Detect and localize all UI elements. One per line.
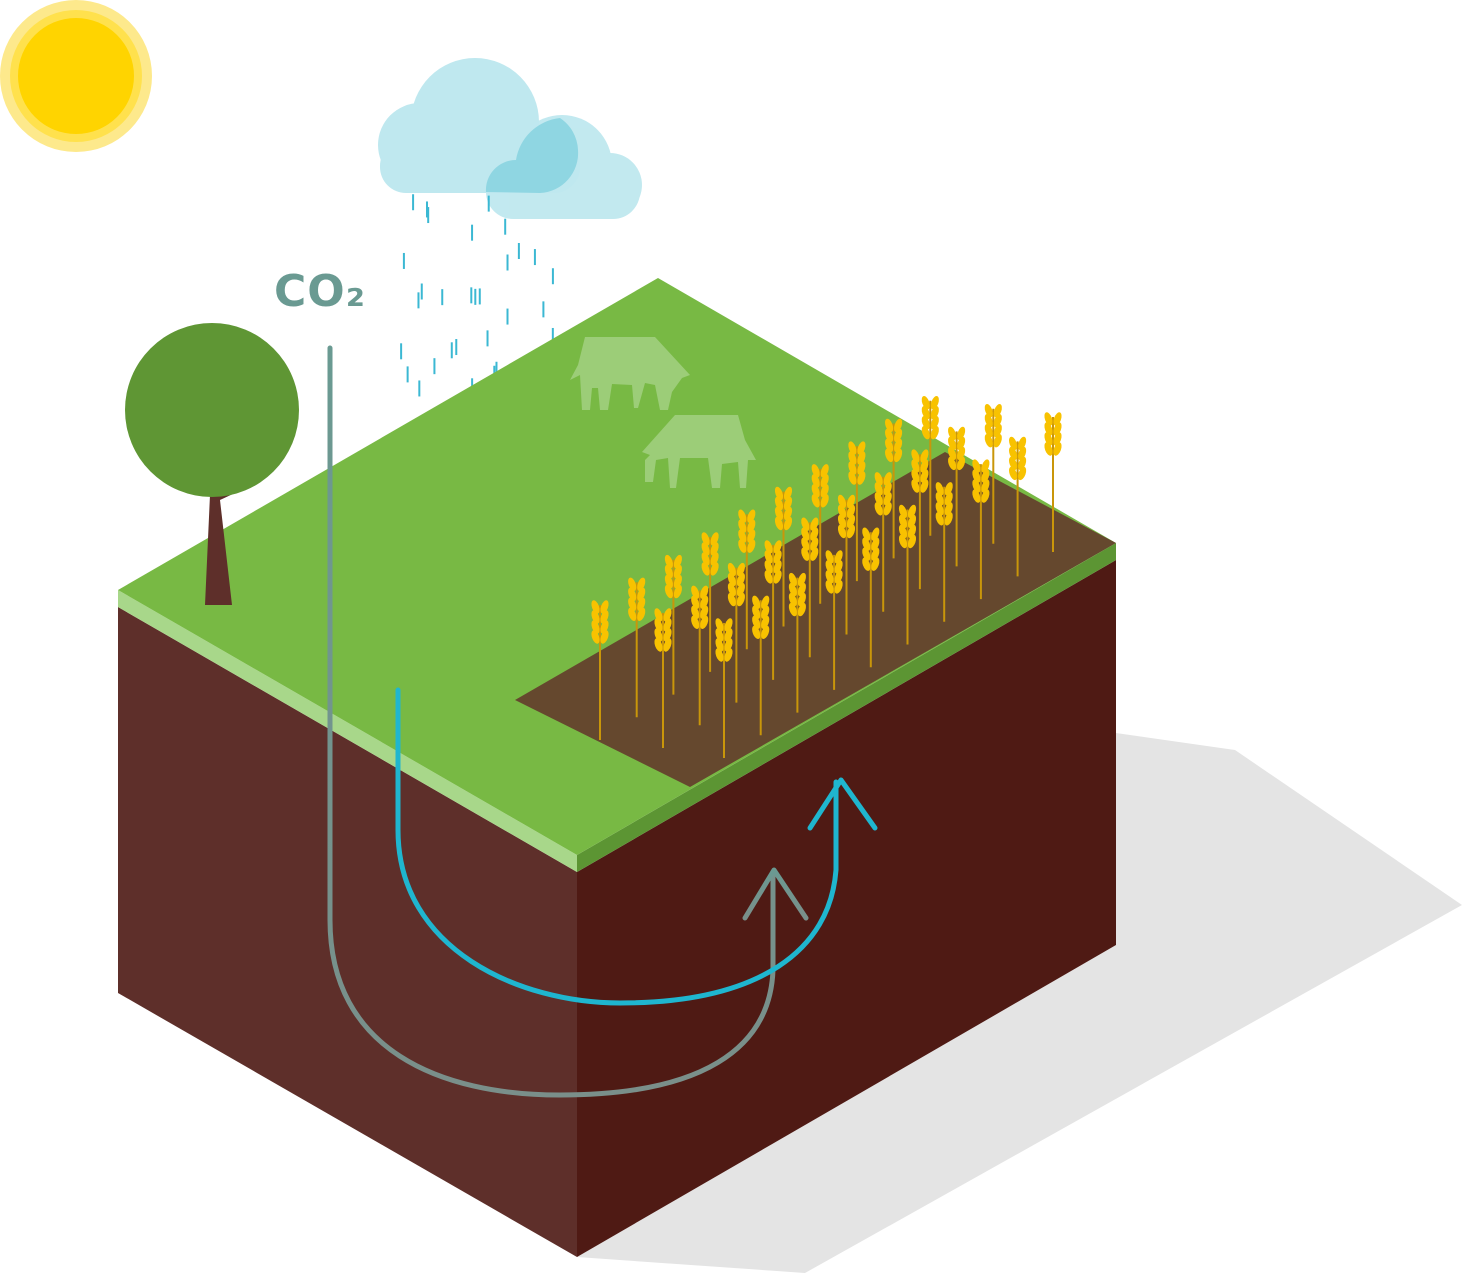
tree-icon bbox=[125, 323, 299, 605]
wheat-stalk bbox=[1044, 412, 1062, 552]
wheat-stalk bbox=[921, 396, 939, 536]
wheat-stalk bbox=[774, 486, 793, 627]
grass-edge-right bbox=[577, 543, 1116, 872]
wheat-stalk bbox=[801, 517, 819, 658]
grass-edge-left bbox=[118, 590, 577, 872]
wheat-stalk bbox=[764, 540, 782, 680]
wheat-stalk bbox=[691, 585, 709, 726]
wheat-stalk bbox=[911, 449, 929, 590]
grass-top bbox=[118, 278, 1116, 855]
wheat-stalk bbox=[848, 441, 866, 582]
crop-field bbox=[515, 452, 1116, 787]
wheat-stalk bbox=[654, 608, 672, 748]
wheat-stalk bbox=[898, 504, 917, 645]
wheat-stalk bbox=[628, 577, 646, 718]
wheat-stalk bbox=[701, 532, 719, 672]
left-soil-face bbox=[118, 607, 577, 1257]
wheat-stalk bbox=[837, 494, 856, 635]
wheat-stalk bbox=[752, 595, 770, 736]
wheat-stalk bbox=[874, 472, 892, 612]
wheat-stalk bbox=[885, 418, 903, 559]
right-soil-face bbox=[577, 560, 1116, 1257]
wheat-stalk bbox=[862, 527, 880, 668]
water-arrow bbox=[395, 687, 878, 1006]
wheat-stalk bbox=[984, 404, 1002, 544]
wheat-stalk bbox=[972, 459, 990, 600]
wheat-stalk bbox=[825, 550, 843, 690]
wheat-stalk bbox=[1009, 436, 1027, 577]
co2-arrow bbox=[327, 345, 809, 1098]
cow-icon bbox=[570, 337, 756, 488]
wheat-stalk bbox=[811, 464, 829, 604]
wheat-stalk bbox=[727, 562, 745, 703]
wheat-stalk bbox=[664, 554, 682, 695]
wheat-stalk bbox=[738, 509, 756, 650]
wheat-stalk bbox=[715, 618, 733, 758]
wheat-stalk bbox=[948, 426, 966, 567]
block-shadow bbox=[577, 733, 1462, 1273]
wheat-stalk bbox=[591, 600, 609, 740]
wheat-crops bbox=[591, 396, 1062, 758]
cloud-icon bbox=[378, 58, 642, 219]
co2-label: CO₂ bbox=[274, 266, 366, 317]
sun-icon bbox=[0, 0, 152, 152]
wheat-stalk bbox=[788, 572, 806, 713]
wheat-stalk bbox=[935, 482, 953, 622]
